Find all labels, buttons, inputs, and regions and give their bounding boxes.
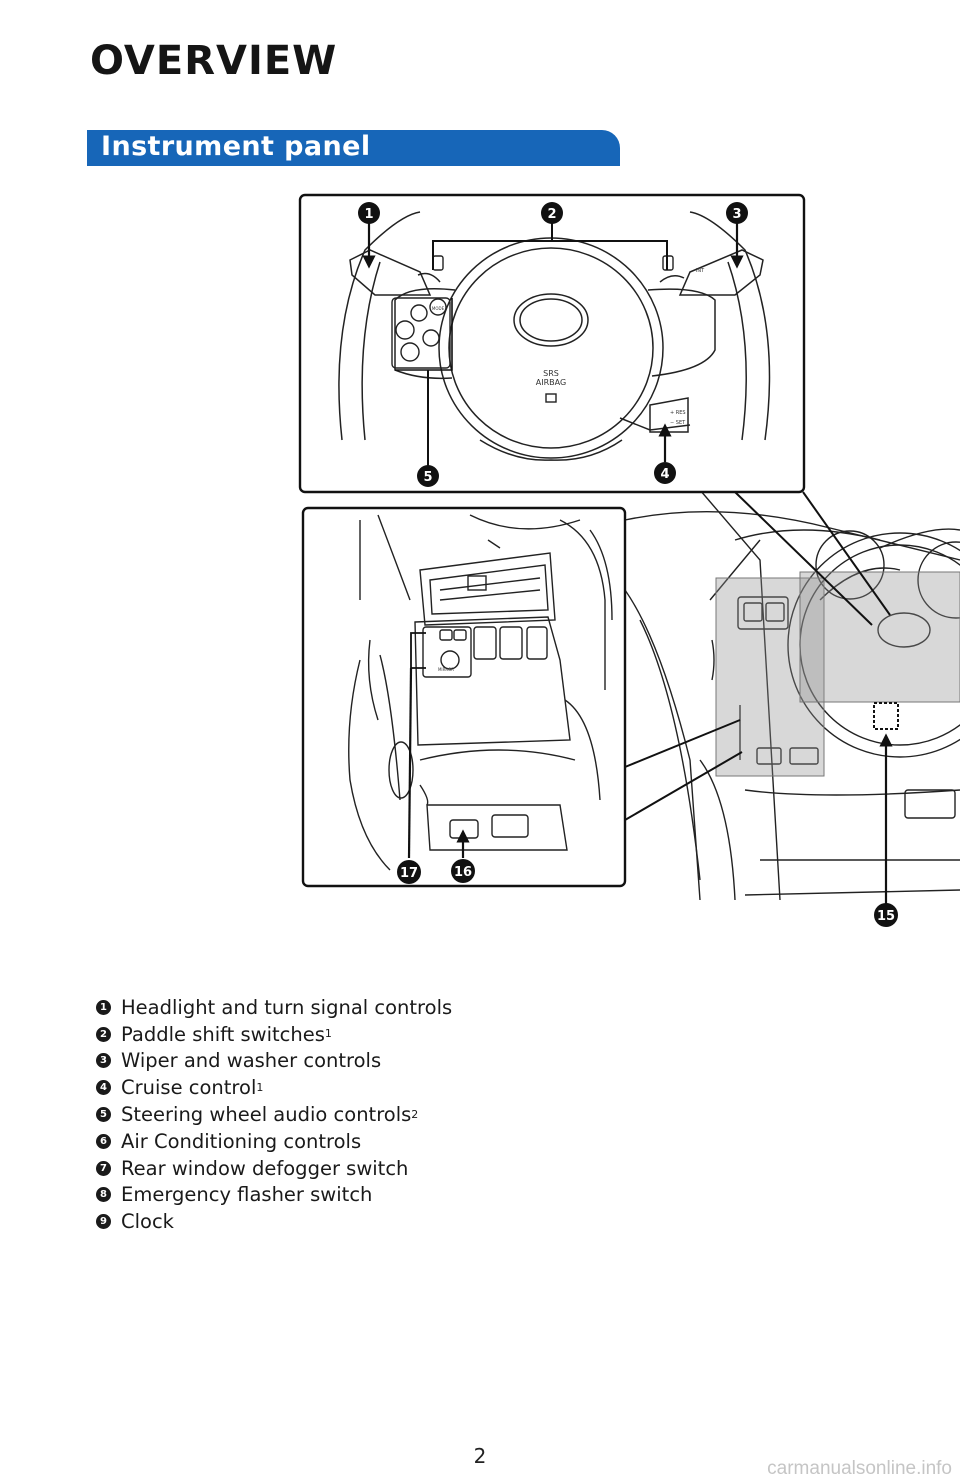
svg-text:5: 5 (423, 470, 432, 485)
legend-text: Paddle shift switches (121, 1022, 325, 1046)
legend-text: Headlight and turn signal controls (121, 995, 453, 1019)
number-badge: 9 (96, 1214, 111, 1230)
legend-text: Air Conditioning controls (121, 1129, 362, 1153)
number-badge: 5 (96, 1107, 111, 1123)
section-title: Instrument panel (101, 131, 371, 162)
legend-text: Clock (121, 1210, 174, 1234)
svg-text:2: 2 (547, 207, 556, 222)
legend-item: 1 Headlight and turn signal controls (96, 994, 452, 1021)
int-label: INT (696, 268, 705, 274)
number-badge: 3 (96, 1053, 111, 1069)
srs-label: SRS (543, 369, 559, 378)
page-number: 2 (473, 1444, 487, 1468)
legend-text: Wiper and washer controls (121, 1049, 382, 1073)
number-badge: 1 (96, 999, 111, 1015)
left-dash-inset: MIRROR 17 16 (301, 506, 627, 888)
svg-text:17: 17 (400, 866, 418, 881)
callout-badge-17: 17 (397, 860, 421, 884)
leader-lines (624, 491, 891, 821)
callout-badge-5: 5 (417, 465, 439, 487)
steering-wheel-inset: SRS AIRBAG MODE INT + RES − SET 1 2 3 (298, 193, 806, 494)
svg-text:4: 4 (660, 467, 669, 482)
instrument-panel-illustration: SRS AIRBAG MODE INT + RES − SET 1 2 3 (298, 193, 960, 927)
svg-text:16: 16 (454, 865, 472, 880)
callout-badge-15: 15 (874, 903, 898, 927)
legend-item: 9 Clock (96, 1208, 452, 1235)
legend-text: Cruise control (121, 1076, 257, 1100)
callout-badge-1: 1 (358, 202, 380, 224)
legend-text: Emergency flasher switch (121, 1183, 373, 1207)
callout-badge-3: 3 (726, 202, 748, 224)
callout-badge-4: 4 (654, 462, 676, 484)
callout-badge-16: 16 (451, 859, 475, 883)
res-label: + RES (670, 410, 686, 416)
number-badge: 2 (96, 1026, 111, 1042)
svg-text:3: 3 (732, 207, 741, 222)
legend-item: 7 Rear window defogger switch (96, 1155, 452, 1182)
legend-text: Steering wheel audio controls (121, 1103, 412, 1127)
switch-panel-highlight (715, 577, 825, 777)
legend-text: Rear window defogger switch (121, 1156, 409, 1180)
airbag-label: AIRBAG (536, 378, 566, 387)
svg-text:15: 15 (877, 909, 895, 924)
dashboard-scene (624, 489, 960, 901)
mode-label: MODE (432, 306, 445, 311)
svg-text:1: 1 (364, 207, 373, 222)
legend-item: 3 Wiper and washer controls (96, 1048, 452, 1075)
set-label: − SET (670, 420, 686, 426)
watermark: carmanualsonline.info (767, 1458, 952, 1479)
cruise-lever-marker (873, 702, 899, 730)
number-badge: 6 (96, 1133, 111, 1149)
legend-item: 8 Emergency flasher switch (96, 1182, 452, 1209)
steering-highlight (799, 571, 960, 703)
callout-badge-2: 2 (541, 202, 563, 224)
number-badge: 7 (96, 1160, 111, 1176)
mirror-label: MIRROR (438, 667, 454, 672)
number-badge: 8 (96, 1187, 111, 1203)
legend-list: 1 Headlight and turn signal controls 2 P… (96, 994, 452, 1235)
number-badge: 4 (96, 1080, 111, 1096)
page-title: OVERVIEW (90, 38, 338, 84)
section-banner: Instrument panel (87, 130, 620, 166)
legend-item: 6 Air Conditioning controls (96, 1128, 452, 1155)
